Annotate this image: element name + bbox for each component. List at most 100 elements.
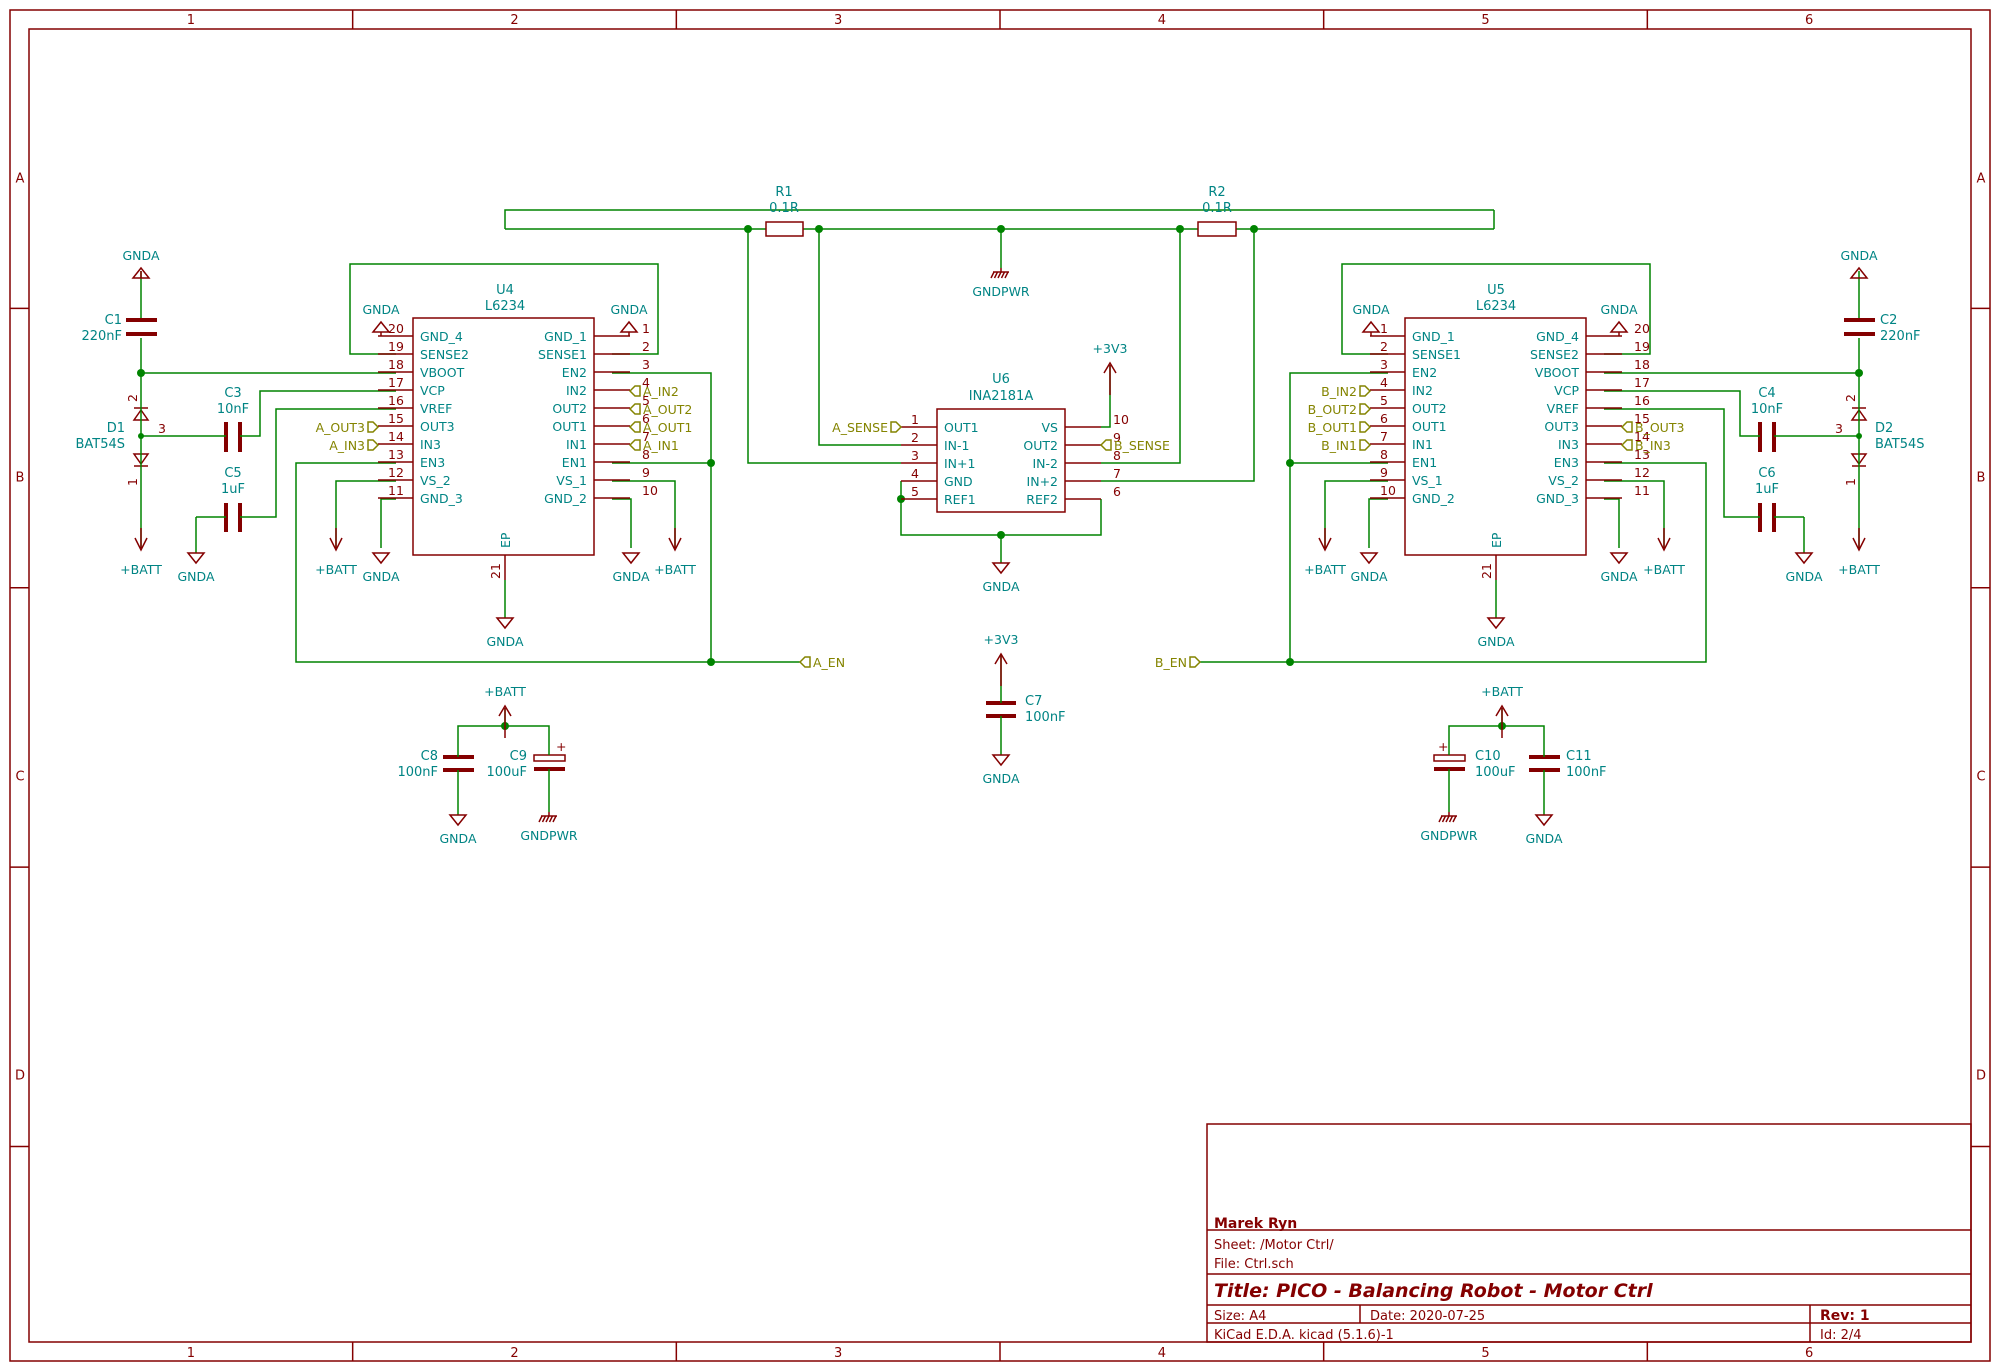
d1-value: BAT54S [75, 437, 125, 452]
u4-pin-number: 1 [642, 321, 650, 336]
u4-pin-name: EN2 [562, 365, 587, 380]
u6-value: INA2181A [969, 389, 1034, 404]
gnda-symbol-c5: GNDA [178, 569, 215, 584]
capacitor-c9: + C9 100uF [486, 739, 566, 782]
u4-pin-name: GND_1 [544, 329, 587, 344]
net-label-b-out2: B_OUT2 [1308, 402, 1357, 417]
u6-pin-name: OUT2 [1023, 438, 1058, 453]
u4-pin-name: GND_4 [420, 329, 463, 344]
c8-ref: C8 [421, 749, 438, 764]
u4-ref: U4 [496, 283, 514, 298]
diode-d1: 2 3 1 D1 BAT54S [75, 394, 166, 486]
junctions [137, 225, 1863, 730]
c9-ref: C9 [510, 749, 527, 764]
c8-value: 100nF [397, 765, 438, 780]
tb-rev: Rev: 1 [1820, 1308, 1870, 1324]
row-mark-right: B [1977, 471, 1986, 486]
u5-pin-number: 17 [1634, 375, 1650, 390]
tb-size: Size: A4 [1214, 1309, 1266, 1324]
u5-pin-number: 16 [1634, 393, 1650, 408]
c11-value: 100nF [1566, 765, 1607, 780]
u5-pin-name: OUT2 [1412, 401, 1447, 416]
column-mark-top: 3 [834, 13, 842, 28]
c2-value: 220nF [1880, 329, 1921, 344]
u5-pin-name: VREF [1547, 401, 1579, 416]
d2-pin-2: 2 [1843, 394, 1858, 402]
gnda-symbol-u4-gnd2: GNDA [613, 569, 650, 584]
resistor-r2: R2 0.1R [1197, 185, 1237, 237]
u4-pin-number: 12 [388, 465, 404, 480]
gnda-symbol-u4-gnd4: GNDA [363, 302, 400, 317]
u4-pin-name: IN2 [566, 383, 587, 398]
u5-pin-name: EN2 [1412, 365, 1437, 380]
gnda-symbol-c6: GNDA [1786, 569, 1823, 584]
u4-pin-number: 14 [388, 429, 404, 444]
net-labels: A_IN2A_OUT2A_OUT1A_IN1A_OUT3A_IN3A_ENA_S… [316, 384, 1685, 670]
gnda-symbol-u5-gnd4: GNDA [1601, 302, 1638, 317]
capacitor-c2: C2 220nF [1844, 313, 1921, 344]
c10-ref: C10 [1475, 749, 1501, 764]
gndpwr-symbol-c9: GNDPWR [520, 828, 578, 843]
u6-pin-number: 10 [1113, 412, 1129, 427]
capacitor-c1: C1 220nF [81, 313, 157, 344]
v33-symbol-u6: +3V3 [1093, 341, 1128, 356]
u4-pin-name: VS_1 [556, 473, 587, 488]
u4-pin-number: 18 [388, 357, 404, 372]
u4-pin-number: 8 [642, 447, 650, 462]
net-label-a-in2: A_IN2 [643, 384, 679, 399]
net-label-a-sense: A_SENSE [832, 420, 888, 435]
u5-pin-number: 1 [1380, 321, 1388, 336]
row-mark-right: D [1976, 1068, 1986, 1083]
u4-pin-name: IN3 [420, 437, 441, 452]
tb-id: Id: 2/4 [1820, 1328, 1862, 1343]
u4-pin-name: GND_3 [420, 491, 463, 506]
tb-title: Title: PICO - Balancing Robot - Motor Ct… [1214, 1280, 1653, 1302]
capacitor-c7: C7 100nF [986, 694, 1066, 725]
u6-pin-number: 5 [911, 484, 919, 499]
column-mark-top: 1 [187, 13, 195, 28]
gnda-symbol-c1: GNDA [123, 248, 160, 263]
net-label-a-in1: A_IN1 [643, 438, 679, 453]
d1-pin-1: 1 [125, 478, 140, 486]
capacitor-c4: C4 10nF [1751, 386, 1788, 452]
c5-value: 1uF [221, 482, 245, 497]
c3-ref: C3 [224, 386, 241, 401]
d1-pin-3: 3 [158, 421, 166, 436]
u4-pin-number: 6 [642, 411, 650, 426]
u4-pin-number: 17 [388, 375, 404, 390]
tb-date: Date: 2020-07-25 [1370, 1309, 1485, 1324]
c4-value: 10nF [1751, 402, 1783, 417]
u5-pin-number: 9 [1380, 465, 1388, 480]
c5-ref: C5 [224, 466, 241, 481]
capacitor-c10: + C10 100uF [1433, 739, 1516, 782]
u5-pin-name: GND_1 [1412, 329, 1455, 344]
u5-pin-number: 13 [1634, 447, 1650, 462]
u6-pin-name: IN-1 [944, 438, 970, 453]
row-mark-left: D [15, 1068, 25, 1083]
batt-symbol-c10-c11: +BATT [1481, 684, 1523, 699]
gnda-symbol-c8: GNDA [440, 831, 477, 846]
u4-pin-number: 15 [388, 411, 404, 426]
v33-symbol-c7: +3V3 [984, 632, 1019, 647]
u5-pin-number: 3 [1380, 357, 1388, 372]
column-mark-top: 4 [1158, 13, 1166, 28]
d2-pin-3: 3 [1835, 421, 1843, 436]
net-label-a-out3: A_OUT3 [316, 420, 365, 435]
batt-symbol-d1: +BATT [120, 562, 162, 577]
batt-symbol-c8-c9: +BATT [484, 684, 526, 699]
c6-value: 1uF [1755, 482, 1779, 497]
gndpwr-symbol-c10: GNDPWR [1420, 828, 1478, 843]
u6-pin-name: GND [944, 474, 973, 489]
u5-pin-number: 20 [1634, 321, 1650, 336]
gnda-symbol-u5-ep: GNDA [1478, 634, 1515, 649]
u6-pin-name: IN-2 [1032, 456, 1058, 471]
column-mark-bottom: 5 [1481, 1346, 1489, 1361]
net-label-b-in1: B_IN1 [1321, 438, 1357, 453]
u5-pin-number: 14 [1634, 429, 1650, 444]
u4-pin-number: 9 [642, 465, 650, 480]
u5-pin-name: IN3 [1558, 437, 1579, 452]
u5-pin-number: 10 [1380, 483, 1396, 498]
row-mark-left: C [15, 769, 24, 784]
